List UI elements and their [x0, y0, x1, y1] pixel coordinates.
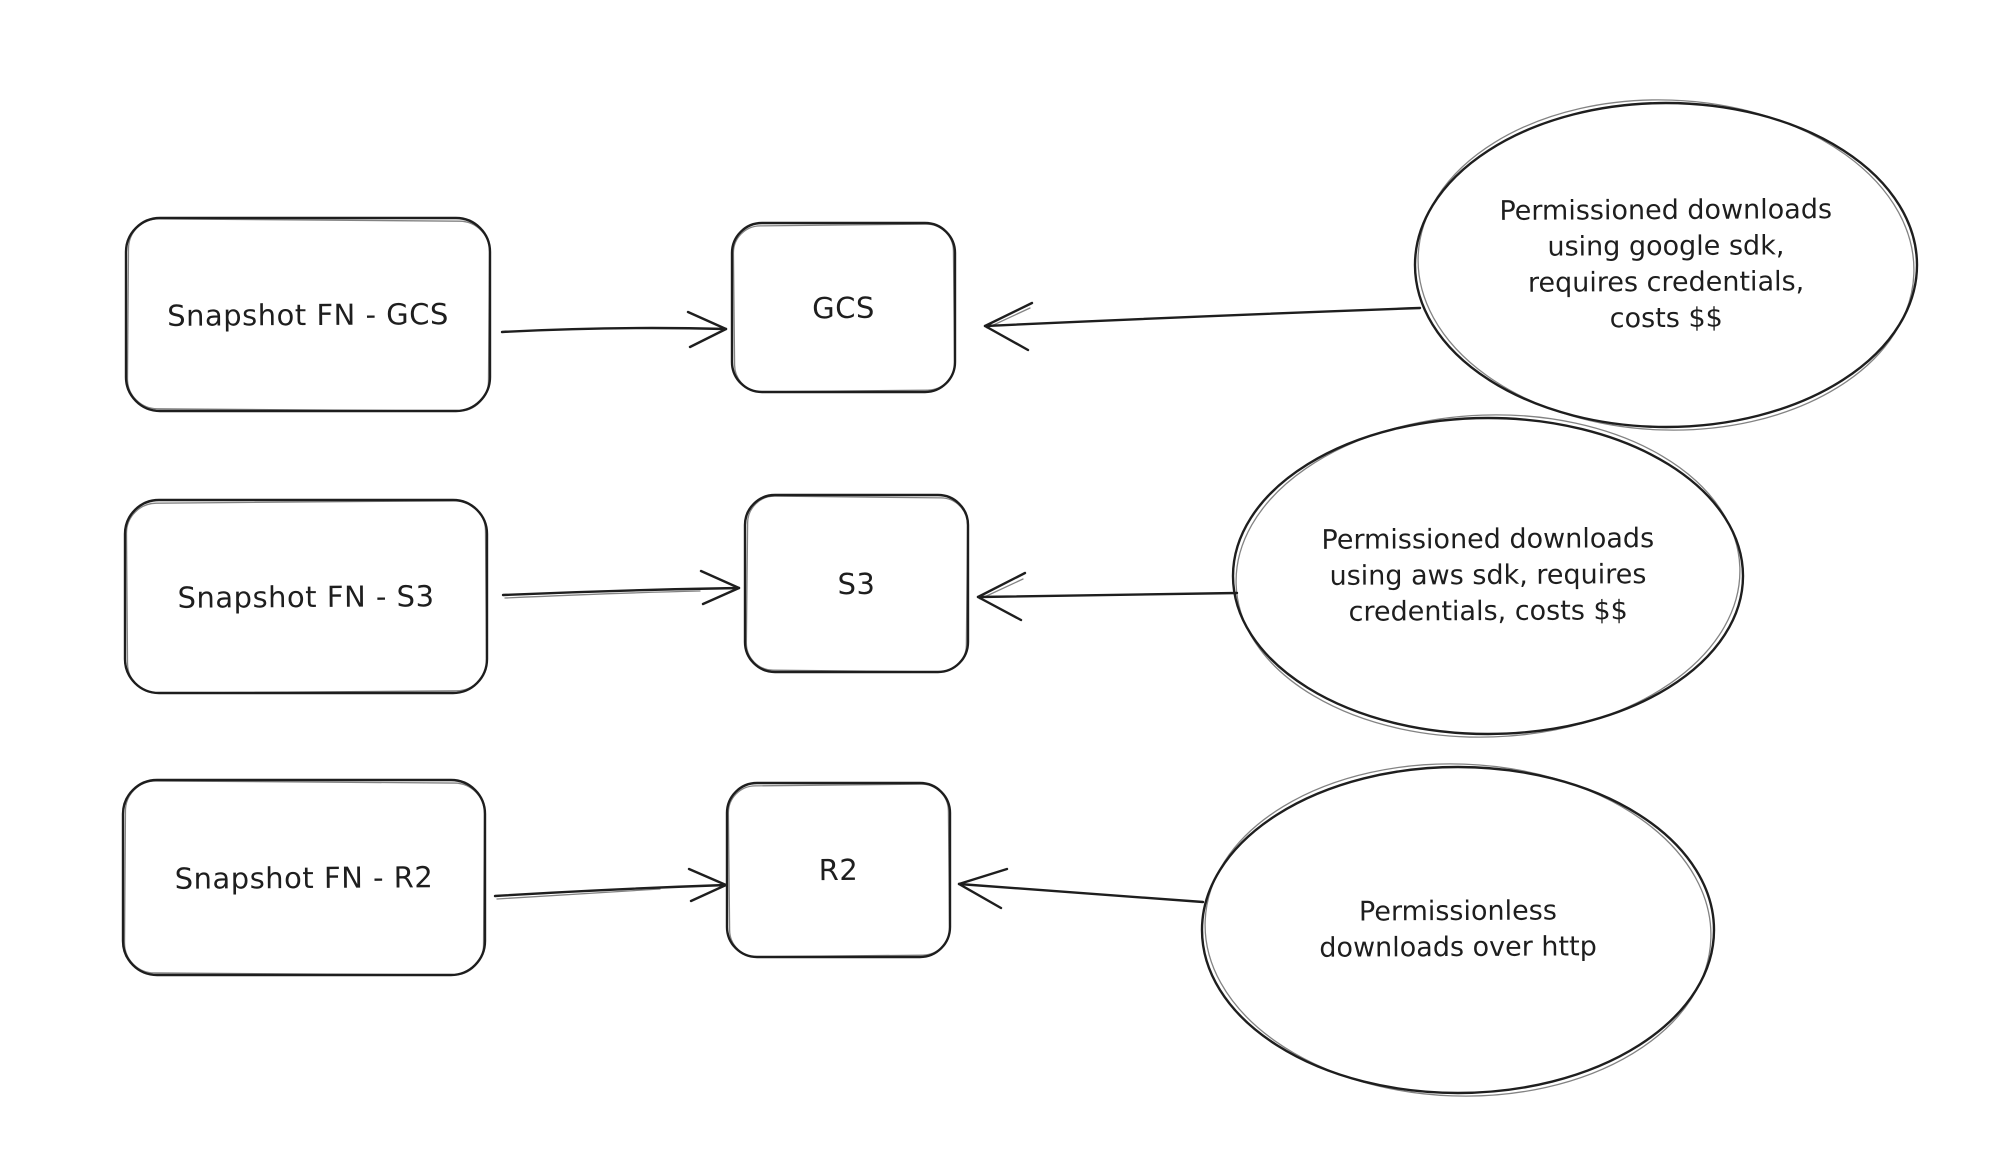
target-box-gcs-shape	[730, 221, 957, 394]
target-box-r2-shape	[725, 781, 952, 959]
note-ellipse-s3-shape	[1231, 414, 1745, 738]
source-box-r2-shape	[121, 778, 487, 977]
source-box-s3-shape	[123, 498, 489, 695]
note-ellipse-r2-shape	[1200, 763, 1716, 1097]
note-ellipse-gcs-shape	[1413, 99, 1919, 431]
arrow-note-to-s3	[976, 571, 1239, 622]
arrow-note-to-gcs	[983, 301, 1422, 352]
arrow-source-to-s3	[501, 569, 741, 606]
target-box-s3-shape	[743, 493, 970, 674]
arrow-note-to-r2	[957, 867, 1205, 910]
arrow-source-to-r2	[493, 867, 728, 903]
arrow-source-to-gcs	[500, 310, 728, 349]
source-box-gcs-shape	[124, 216, 492, 413]
